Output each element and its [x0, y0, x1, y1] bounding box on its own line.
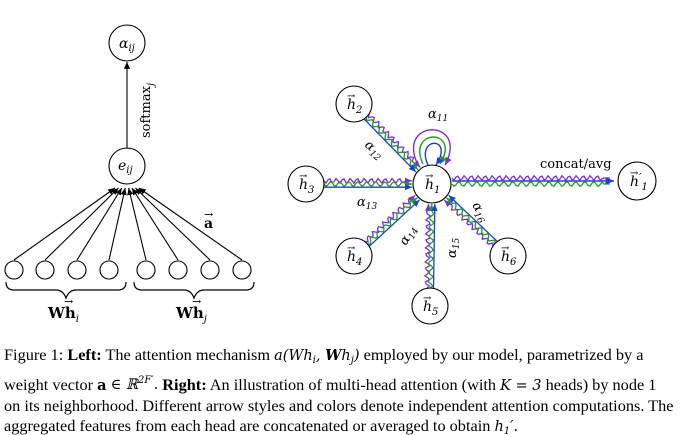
right-brace [133, 281, 255, 300]
caption-math-k: K = 3 [500, 377, 542, 394]
input-edge [138, 187, 243, 261]
edge-h6-to-h1-purple [443, 199, 494, 246]
alpha-15-label: α15 [445, 237, 462, 258]
caption-math-r: ∈ ℝ2F′. [110, 375, 159, 394]
node-h4 [335, 237, 373, 275]
edge-h4-to-h1-green [367, 197, 418, 245]
attention-edges [323, 114, 498, 289]
node-h2-label: h2 [347, 97, 362, 116]
self-loop-purple [412, 129, 452, 166]
input-feature-node [232, 260, 252, 280]
input-edge [108, 187, 127, 261]
caption-math-h1prime: h1′. [494, 419, 519, 435]
node-h3-vector-glyph: → [299, 171, 308, 182]
edge-h4-to-h1-purple [365, 194, 416, 243]
right-multihead-attention: concat/avg h1→h2→h3→h4→h5→h6→h′1→ α11 α1… [287, 85, 657, 325]
node-h2 [335, 85, 373, 123]
node-h6-vector-glyph: → [501, 243, 510, 254]
edge-h3-to-h1-green [323, 180, 412, 188]
self-loop-blue [424, 142, 443, 166]
node-h1-prime-vector-glyph: → [630, 168, 639, 179]
alpha-11-label: α11 [428, 107, 448, 124]
input-feature-node [35, 260, 55, 280]
graph-nodes: h1→h2→h3→h4→h5→h6→h′1→ [287, 85, 657, 325]
self-loop [412, 129, 452, 166]
input-feature-node [168, 260, 188, 280]
left-brace [5, 281, 127, 300]
edge-h4-to-h1-blue [368, 199, 420, 247]
node-h5-vector-glyph: → [423, 293, 432, 304]
input-edge [44, 187, 119, 261]
concat-avg-label: concat/avg [540, 157, 612, 172]
caption-left-heading: Left: [67, 345, 102, 364]
node-h1-vector-glyph: → [425, 171, 434, 182]
node-h2-vector-glyph: → [347, 91, 356, 102]
input-nodes [4, 260, 252, 280]
caption-right-heading: Right: [162, 374, 207, 394]
attention-diagram: αij eij softmaxj a → Whi → Whj → [4, 24, 657, 325]
input-feature-node [99, 260, 119, 280]
wh-j-label: Whj [175, 304, 207, 325]
self-loop-green [419, 136, 447, 165]
node-h5 [411, 287, 449, 325]
input-edge [127, 187, 147, 261]
node-h1 [412, 164, 452, 204]
wh-i-arrow-glyph: → [64, 295, 73, 308]
alpha-ij-label: αij [119, 36, 135, 54]
node-h6 [489, 237, 527, 275]
edge-h2-to-h1-blue [363, 118, 417, 173]
node-h3 [287, 165, 325, 203]
node-h3-label: h3 [299, 177, 314, 196]
node-h4-vector-glyph: → [347, 243, 356, 254]
e-ij-node [108, 147, 146, 185]
output-edge-purple [451, 174, 610, 182]
wh-i-label: Whi [47, 304, 79, 325]
alpha-12-label: α12 [360, 138, 387, 164]
node-h6-label: h6 [501, 249, 517, 268]
input-feature-node [200, 260, 220, 280]
figure-number: Figure 1: [4, 345, 64, 364]
figure-caption: Figure 1: Left: The attention mechanism … [4, 345, 676, 435]
node-h4-label: h4 [347, 249, 362, 268]
edge-h5-to-h1-green [427, 203, 435, 289]
edge-h2-to-h1-purple [367, 114, 421, 168]
caption-left-text-2: employed by our model, parametrized by a… [4, 345, 644, 394]
edge-h2-to-h1-green [365, 116, 419, 171]
input-feature-node [4, 260, 24, 280]
vector-arrow-glyph: → [204, 208, 213, 221]
caption-vector-a: a [97, 376, 107, 394]
alpha-14-label: α14 [396, 223, 421, 249]
node-h5-label: h5 [423, 299, 438, 318]
edge-h5-to-h1-blue [431, 203, 438, 289]
caption-right-text-1: An illustration of multi-head attention … [209, 374, 497, 394]
caption-left-text-1: The attention mechanism [105, 345, 271, 364]
input-feature-node [67, 260, 87, 280]
edge-h6-to-h1-blue [448, 194, 498, 242]
input-edge [131, 187, 179, 261]
alpha-13-label: α13 [357, 195, 378, 212]
input-edges [13, 187, 243, 261]
node-h1-label: h1 [425, 177, 440, 196]
wh-j-arrow-glyph: → [192, 295, 201, 308]
input-edge [135, 187, 211, 261]
softmax-label: softmaxj [139, 83, 157, 138]
node-h1-prime-label: h′1 [630, 171, 648, 193]
output-edge-green [451, 180, 610, 188]
output-arrows [451, 174, 614, 188]
vector-a-label: a [204, 216, 213, 232]
input-feature-node [136, 260, 156, 280]
caption-math-a: a(Whi, Whj) [274, 347, 360, 366]
node-h1-prime [617, 161, 657, 201]
alpha-ij-node [108, 24, 146, 62]
edge-h6-to-h1-green [446, 197, 496, 244]
e-ij-label: eij [118, 158, 133, 176]
caption-right-text-2: heads) by node 1 on its neighborhood. Di… [4, 374, 674, 435]
left-attention-mechanism: αij eij softmaxj a → Whi → Whj → [4, 24, 255, 325]
input-edge [13, 187, 116, 261]
input-edge [76, 187, 123, 261]
